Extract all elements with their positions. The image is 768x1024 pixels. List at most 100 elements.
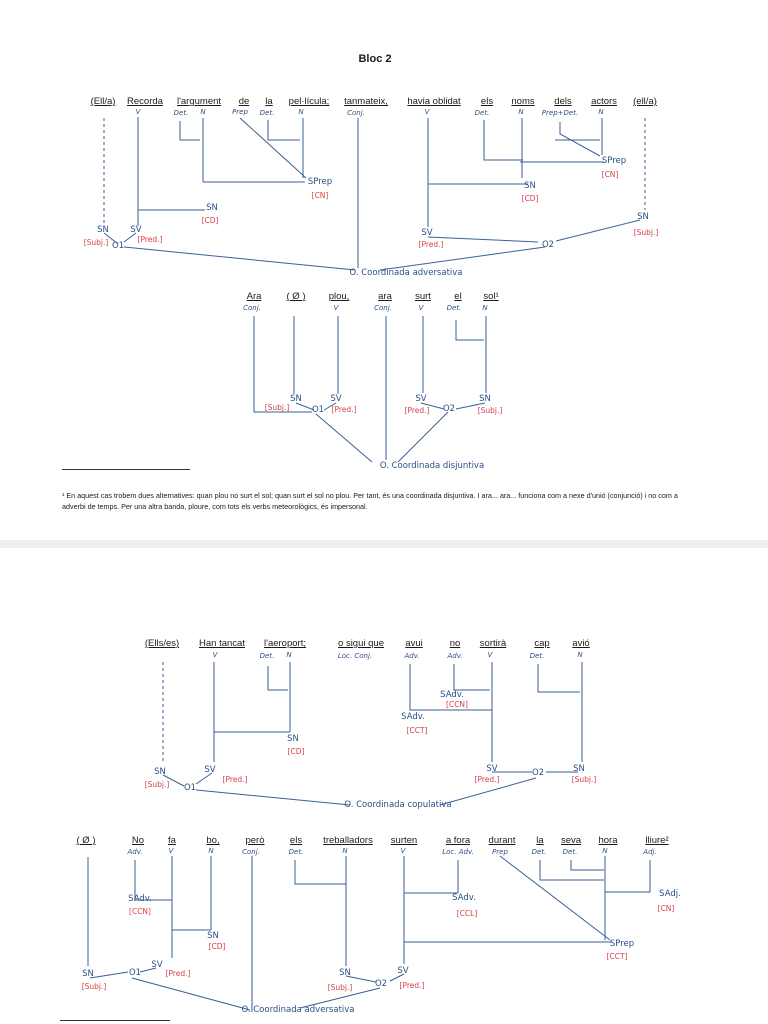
node-label: SN [287,734,299,744]
category-label: Adv. [404,652,420,660]
word: l'aeroport; [264,638,306,649]
function-label: [CCN] [446,700,468,709]
node-label: SN [154,767,166,777]
category-label: Adv. [127,848,143,856]
node-label: O2 [374,979,388,989]
word: actors [591,96,617,107]
word: de [238,96,250,107]
category-label: Det. [446,304,462,312]
category-label: Adv. [447,652,463,660]
function-label: [Pred.] [137,235,163,244]
category-label: V [135,108,141,116]
category-label: N [602,847,608,855]
word: (ell/a) [633,96,657,107]
function-label: [Pred.] [399,981,425,990]
node-label: SV [330,394,342,404]
category-label: V [212,651,218,659]
word: noms [511,96,535,107]
category-label: N [298,108,304,116]
category-label: Conj. [243,304,261,312]
node-label: SN [637,212,649,222]
category-label: V [400,847,406,855]
word: el [454,291,462,302]
category-label: N [598,108,604,116]
word: l'argument [176,96,222,107]
function-label: [Subj.] [633,228,659,237]
page-separator [0,540,768,548]
node-label: SN [524,181,536,191]
node-label: O1 [183,783,197,793]
word: sol¹ [483,291,499,302]
category-label: V [418,304,424,312]
category-label: Det. [562,848,578,856]
node-label: O. Coordinada adversativa [241,1005,355,1015]
word: o sigui que [338,638,384,649]
node-label: O. Coordinada adversativa [349,268,463,278]
node-label: SN [207,931,219,941]
page-bottom [0,548,768,1024]
node-label: O1 [111,241,125,251]
function-label: [CCN] [129,907,151,916]
word: ( Ø ) [286,291,306,302]
node-label: O. Coordinada disjuntiva [379,461,485,471]
word: a fora [445,835,471,846]
word: seva [560,835,582,846]
footnote-rule-2 [60,1020,170,1021]
function-label: [Subj.] [571,775,597,784]
function-label: [CD] [201,216,219,225]
word: no [449,638,461,649]
function-label: [CCL] [456,909,478,918]
function-label: [Subj.] [83,238,109,247]
node-label: SN [573,764,585,774]
word: tanmateix, [344,96,388,107]
category-label: N [200,108,206,116]
word: surten [390,835,418,846]
node-label: SAdv. [128,894,152,904]
function-label: [Pred.] [404,406,430,415]
word: bo, [206,835,220,846]
word: pel·lícula; [288,96,330,107]
node-label: SAdv. [440,690,464,700]
category-label: V [487,651,493,659]
word: hora [598,835,618,846]
node-label: SV [486,764,498,774]
category-label: Conj. [347,109,365,117]
node-label: SN [290,394,302,404]
node-label: SV [397,966,409,976]
function-label: [Subj.] [477,406,503,415]
word: surt [415,291,431,302]
category-label: N [518,108,524,116]
node-label: SV [151,960,163,970]
category-label: Det. [288,848,304,856]
category-label: N [208,847,214,855]
category-label: N [286,651,292,659]
category-label: Loc. Conj. [337,652,373,660]
node-label: SPrep [307,177,333,187]
node-label: SAdj. [659,889,681,899]
category-label: Adj. [643,848,657,856]
function-label: [CCT] [406,726,428,735]
category-label: Det. [259,652,275,660]
function-label: [Pred.] [331,405,357,414]
word: Han tancat [199,638,245,649]
node-label: SV [415,394,427,404]
node-label: SV [421,228,433,238]
function-label: [Subj.] [81,982,107,991]
category-label: Loc. Adv. [442,848,474,856]
category-label: Det. [529,652,545,660]
word: avui [405,638,423,649]
category-label: Det. [173,109,189,117]
page-title: Bloc 2 [358,53,392,65]
function-label: [Pred.] [418,240,444,249]
node-label: SV [204,765,216,775]
node-label: SV [130,225,142,235]
category-label: V [424,108,430,116]
node-label: SN [339,968,351,978]
node-label: SN [479,394,491,404]
node-label: SAdv. [452,893,476,903]
category-label: N [482,304,488,312]
function-label: [Subj.] [327,983,353,992]
word: avió [572,638,590,649]
word: (Ells/es) [144,638,180,649]
